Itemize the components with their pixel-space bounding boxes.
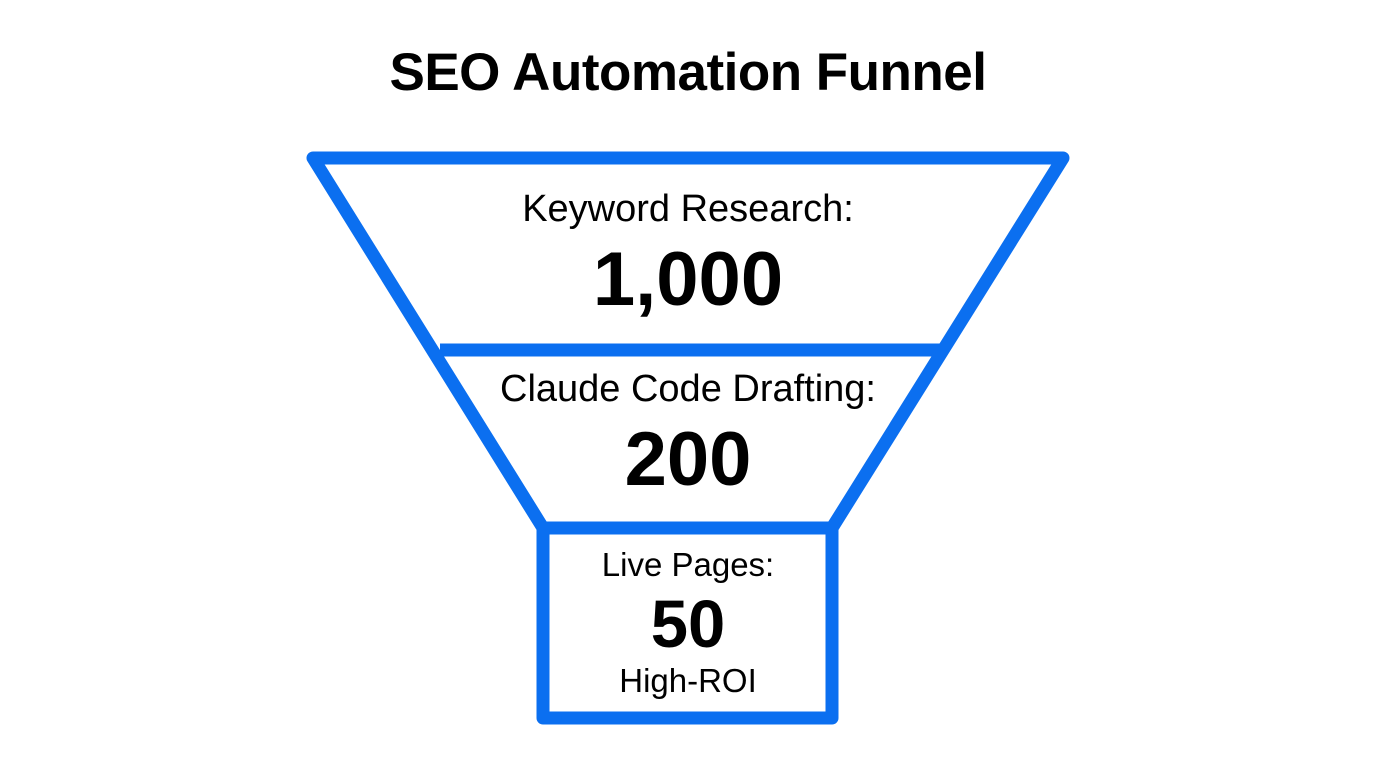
stage-label-claude-code-drafting: Claude Code Drafting: <box>500 368 876 410</box>
funnel-stage-keyword-research: Keyword Research: 1,000 <box>338 190 1038 318</box>
funnel-stage-live-pages: Live Pages: 50 High-ROI <box>543 548 833 697</box>
funnel-stage-claude-code-drafting: Claude Code Drafting: 200 <box>338 370 1038 498</box>
bottom-box-corner-right <box>813 699 839 725</box>
stage-value-claude-code-drafting: 200 <box>624 417 752 502</box>
stage-value-live-pages: 50 <box>650 587 726 662</box>
stage-label-keyword-research: Keyword Research: <box>522 188 854 230</box>
stage-label-live-pages: Live Pages: <box>601 546 775 583</box>
stage-value-keyword-research: 1,000 <box>592 237 784 322</box>
bottom-box-corner-left <box>536 699 562 725</box>
page-title: SEO Automation Funnel <box>389 43 987 102</box>
stage-sublabel-live-pages: High-ROI <box>619 662 757 699</box>
